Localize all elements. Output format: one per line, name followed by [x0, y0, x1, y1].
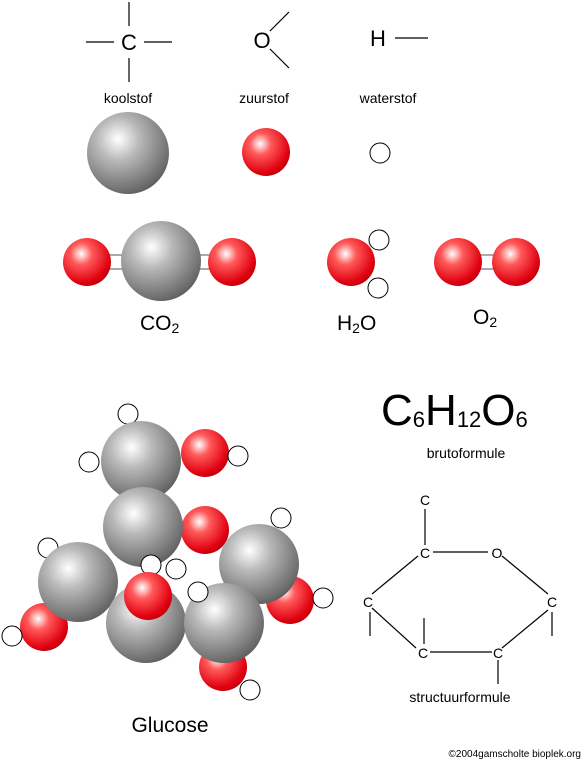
svg-text:C: C	[420, 492, 430, 508]
oxygen-atom	[242, 128, 290, 176]
o2-label: O2	[473, 306, 497, 330]
h2o-label: H2O	[337, 312, 376, 336]
svg-text:C: C	[420, 545, 430, 561]
carbon-atom	[87, 112, 169, 194]
structural-formula: C C O C C C C	[363, 492, 557, 684]
glucose-label: Glucose	[131, 714, 208, 737]
oxygen-letter: O	[253, 28, 270, 53]
svg-text:C: C	[493, 645, 503, 661]
co2-label: CO2	[140, 312, 180, 336]
copyright-text: ©2004gamscholte bioplek.org	[449, 749, 581, 760]
hydrogen-symbol: H	[370, 26, 428, 51]
structural-formula-label: structuurformule	[409, 689, 510, 705]
oxygen-label: zuurstof	[239, 90, 289, 106]
svg-text:C: C	[363, 594, 373, 610]
co2-molecule	[63, 221, 256, 301]
hydrogen-atom	[369, 142, 391, 164]
hydrogen-label: waterstof	[359, 90, 417, 106]
glucose-ball-model	[1, 403, 334, 701]
h2o-molecule	[327, 229, 390, 299]
o2-molecule	[434, 238, 540, 286]
brute-formula: C6H12O6	[381, 386, 528, 435]
carbon-label: koolstof	[104, 90, 152, 106]
brute-formula-label: brutoformule	[427, 445, 506, 461]
carbon-letter: C	[121, 30, 137, 55]
svg-text:O: O	[492, 545, 503, 561]
carbon-symbol: C	[86, 2, 172, 82]
hydrogen-letter: H	[370, 26, 386, 51]
svg-text:C: C	[547, 594, 557, 610]
oxygen-symbol: O	[253, 11, 290, 69]
svg-text:C: C	[418, 645, 428, 661]
